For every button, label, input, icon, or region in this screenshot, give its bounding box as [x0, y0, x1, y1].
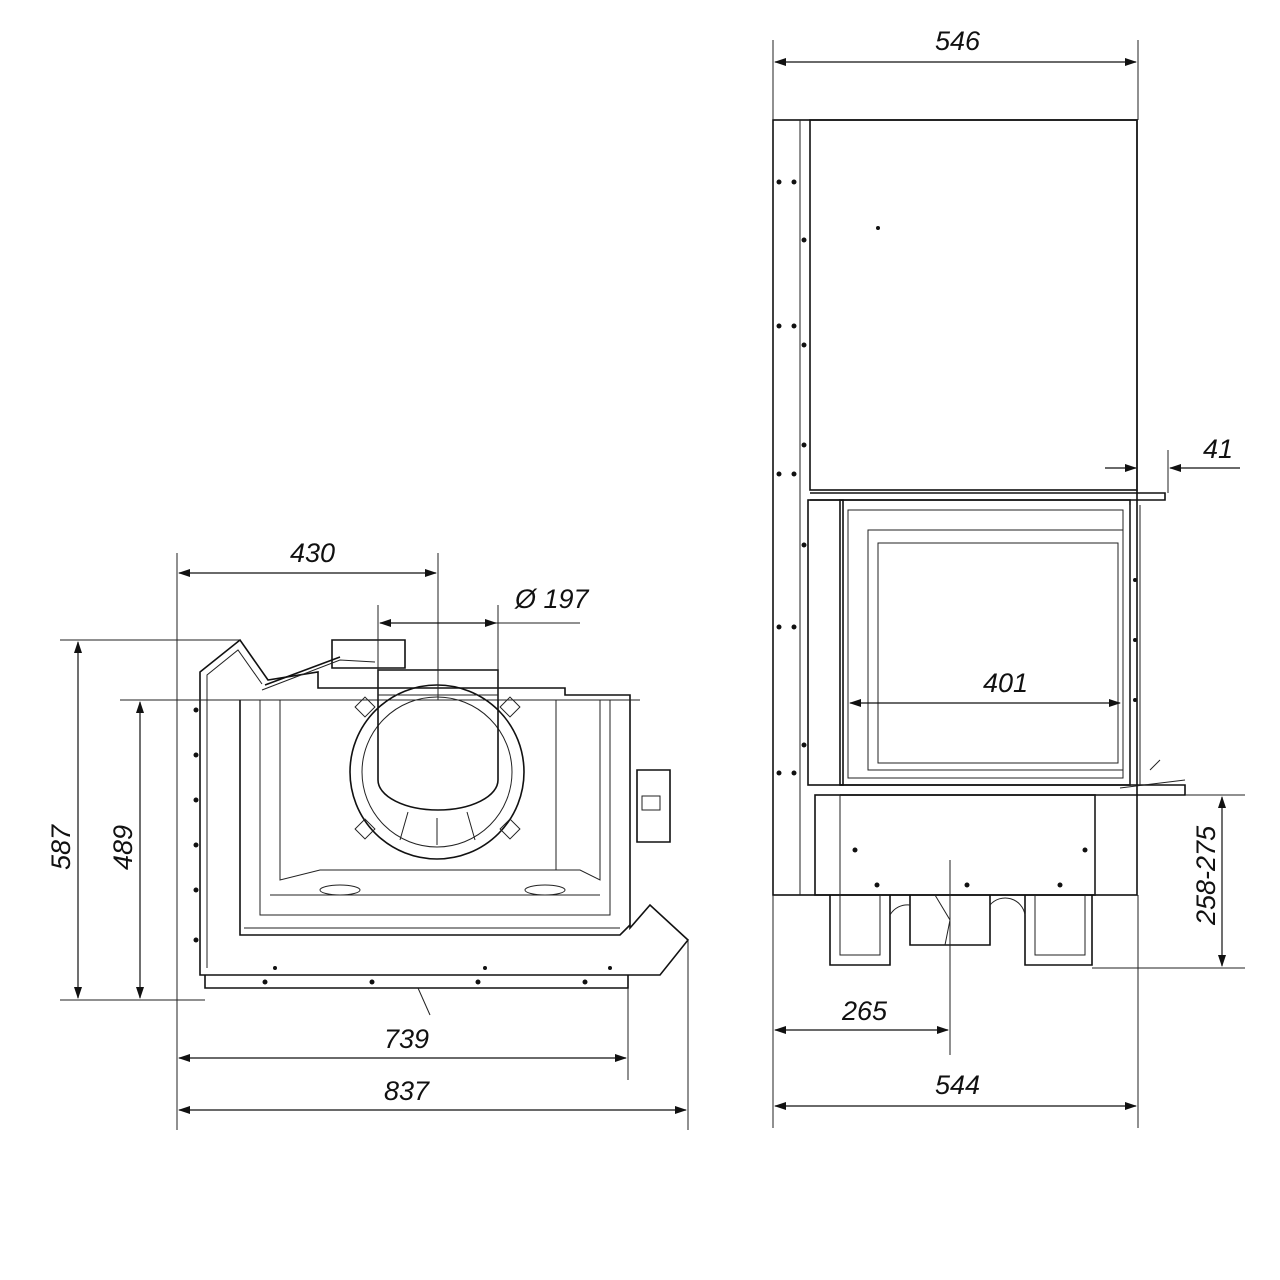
- left-view-dimensions: 430 Ø 197 587 489 739 837: [46, 538, 689, 1130]
- dim-544: 544: [935, 1070, 980, 1100]
- dim-265: 265: [841, 996, 888, 1026]
- right-view-dimensions: 546 41 401 258-275 265 544: [772, 26, 1245, 1128]
- dim-430: 430: [290, 538, 335, 568]
- dim-739: 739: [384, 1024, 429, 1054]
- dim-401: 401: [983, 668, 1028, 698]
- dim-258-275: 258-275: [1191, 825, 1221, 926]
- dim-837: 837: [384, 1076, 430, 1106]
- right-view-fireplace-front: [772, 119, 1186, 966]
- dim-flue-diameter: Ø 197: [514, 584, 590, 614]
- dim-546: 546: [935, 26, 981, 56]
- dim-41: 41: [1203, 434, 1233, 464]
- left-view-fireplace-plan: [193, 638, 690, 1016]
- dim-489: 489: [108, 825, 138, 870]
- dim-587: 587: [46, 824, 76, 870]
